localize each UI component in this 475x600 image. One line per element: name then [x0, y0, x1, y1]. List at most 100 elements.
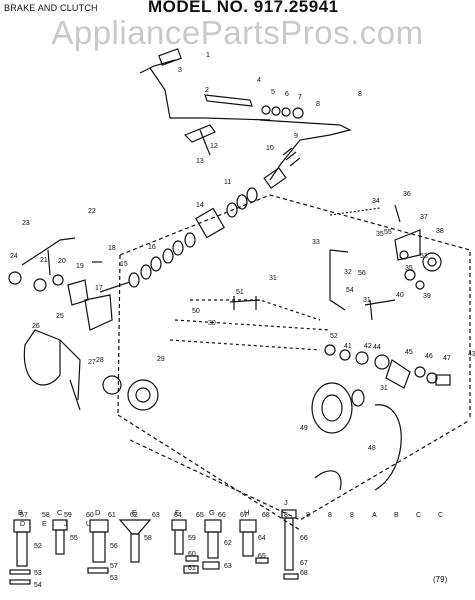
callout-label: 13: [196, 158, 204, 165]
callout-label: 24: [10, 253, 18, 260]
callout-label: 45: [405, 349, 413, 356]
callout-label: 35: [405, 265, 413, 272]
callout-label: 7: [298, 94, 302, 101]
hardware-part-number: 55: [70, 535, 78, 542]
callout-label: 62: [130, 512, 138, 519]
hardware-part-number: 53: [34, 570, 42, 577]
callout-label: 6: [285, 91, 289, 98]
hardware-part-number: 53: [110, 575, 118, 582]
hardware-part-number: 52: [34, 543, 42, 550]
shaft-17: [99, 281, 131, 293]
callout-label: 59: [64, 512, 72, 519]
bracket-25: [84, 294, 113, 331]
callout-label: 14: [196, 202, 204, 209]
callout-label: 31: [269, 275, 277, 282]
callout-label: 48: [368, 445, 376, 452]
callout-label: 55: [384, 229, 392, 236]
callout-label: E: [42, 521, 47, 528]
callout-label: 8: [306, 512, 310, 519]
callout-label: 52: [330, 333, 338, 340]
callout-label: 68: [262, 512, 270, 519]
washer-6: [271, 106, 281, 116]
bracket-40: [364, 299, 396, 321]
callout-label: 57: [20, 512, 28, 519]
callout-label: 41: [344, 343, 352, 350]
diagram-drawing: [8, 48, 471, 585]
bracket-45: [385, 359, 411, 389]
callout-label: 17: [95, 285, 103, 292]
callout-label: C: [438, 512, 443, 519]
lever-27: [59, 339, 81, 411]
callout-label: J: [64, 521, 68, 528]
hardware-part-number: 63: [224, 563, 232, 570]
callout-label: 58: [42, 512, 50, 519]
callout-label: 28: [96, 357, 104, 364]
callout-label: 16: [148, 244, 156, 251]
callout-label: 35: [376, 231, 384, 238]
callout-label: B: [394, 512, 399, 519]
washer-21: [33, 278, 47, 292]
lever-23: [21, 237, 76, 276]
callout-label: 8: [328, 512, 332, 519]
bracket-12: [183, 124, 216, 156]
hardware-letter: E: [132, 508, 137, 517]
callout-label: 56: [358, 270, 366, 277]
deck-dashes: [169, 299, 331, 351]
callout-label: 32: [344, 269, 352, 276]
callout-label: 37: [420, 214, 428, 221]
figure-code: (79): [433, 575, 448, 584]
washer-41: [324, 344, 336, 356]
callout-label: 50: [192, 308, 200, 315]
bracket-30: [229, 296, 261, 310]
callout-label: 47: [443, 355, 451, 362]
callout-label: 63: [152, 512, 160, 519]
callout-label: 39: [423, 293, 431, 300]
hardware-labels: B525354C55D565753E58F596061G6263H6465J66…: [18, 498, 308, 589]
hardware-row: [9, 509, 299, 585]
callout-label: 22: [88, 208, 96, 215]
callout-label: 3: [178, 67, 182, 74]
brake-rod: [259, 119, 352, 181]
hardware-part-number: 64: [258, 535, 266, 542]
callout-label: 54: [346, 287, 354, 294]
washer-5: [261, 105, 271, 115]
belt-48: [374, 404, 402, 491]
callout-label: 66: [218, 512, 226, 519]
callout-label: 40: [396, 292, 404, 299]
washer-35: [399, 250, 409, 260]
watermark: AppliancePartsPros.com: [51, 14, 424, 51]
hardware-part-number: 62: [224, 540, 232, 547]
nut-8: [292, 107, 304, 119]
hardware-letter: B: [18, 508, 23, 517]
bracket-37: [394, 229, 421, 261]
hardware-letter: J: [284, 498, 288, 507]
frame-outline: [117, 194, 471, 531]
hardware-part-number: 67: [300, 560, 308, 567]
callout-label: D: [20, 521, 25, 528]
hardware-part-number: 60: [188, 551, 196, 558]
callout-label: 53: [420, 253, 428, 260]
callout-label: 44: [373, 344, 381, 351]
callout-label: 8: [316, 101, 320, 108]
callout-label: 21: [40, 257, 48, 264]
washer-43: [355, 351, 369, 365]
callout-label: 27: [88, 359, 96, 366]
callout-label: 10: [266, 145, 274, 152]
callout-label: 60: [86, 512, 94, 519]
callout-label: 8: [284, 512, 288, 519]
hardware-part-number: 68: [300, 570, 308, 577]
callout-label: 51: [236, 289, 244, 296]
callout-label: 29: [157, 356, 165, 363]
callout-label: 18: [108, 245, 116, 252]
callout-label: 67: [240, 512, 248, 519]
spring-34: [329, 207, 381, 216]
hardware-letter: C: [57, 508, 63, 517]
pedal-rod: [139, 59, 271, 121]
model-number: MODEL NO. 917.25941: [148, 0, 339, 16]
belt-48b: [314, 470, 342, 491]
callout-label: U: [86, 521, 91, 528]
pulley-29: [127, 379, 159, 411]
pulley-49: [311, 382, 353, 434]
callout-label: 8: [358, 91, 362, 98]
washer-43b: [426, 372, 438, 384]
